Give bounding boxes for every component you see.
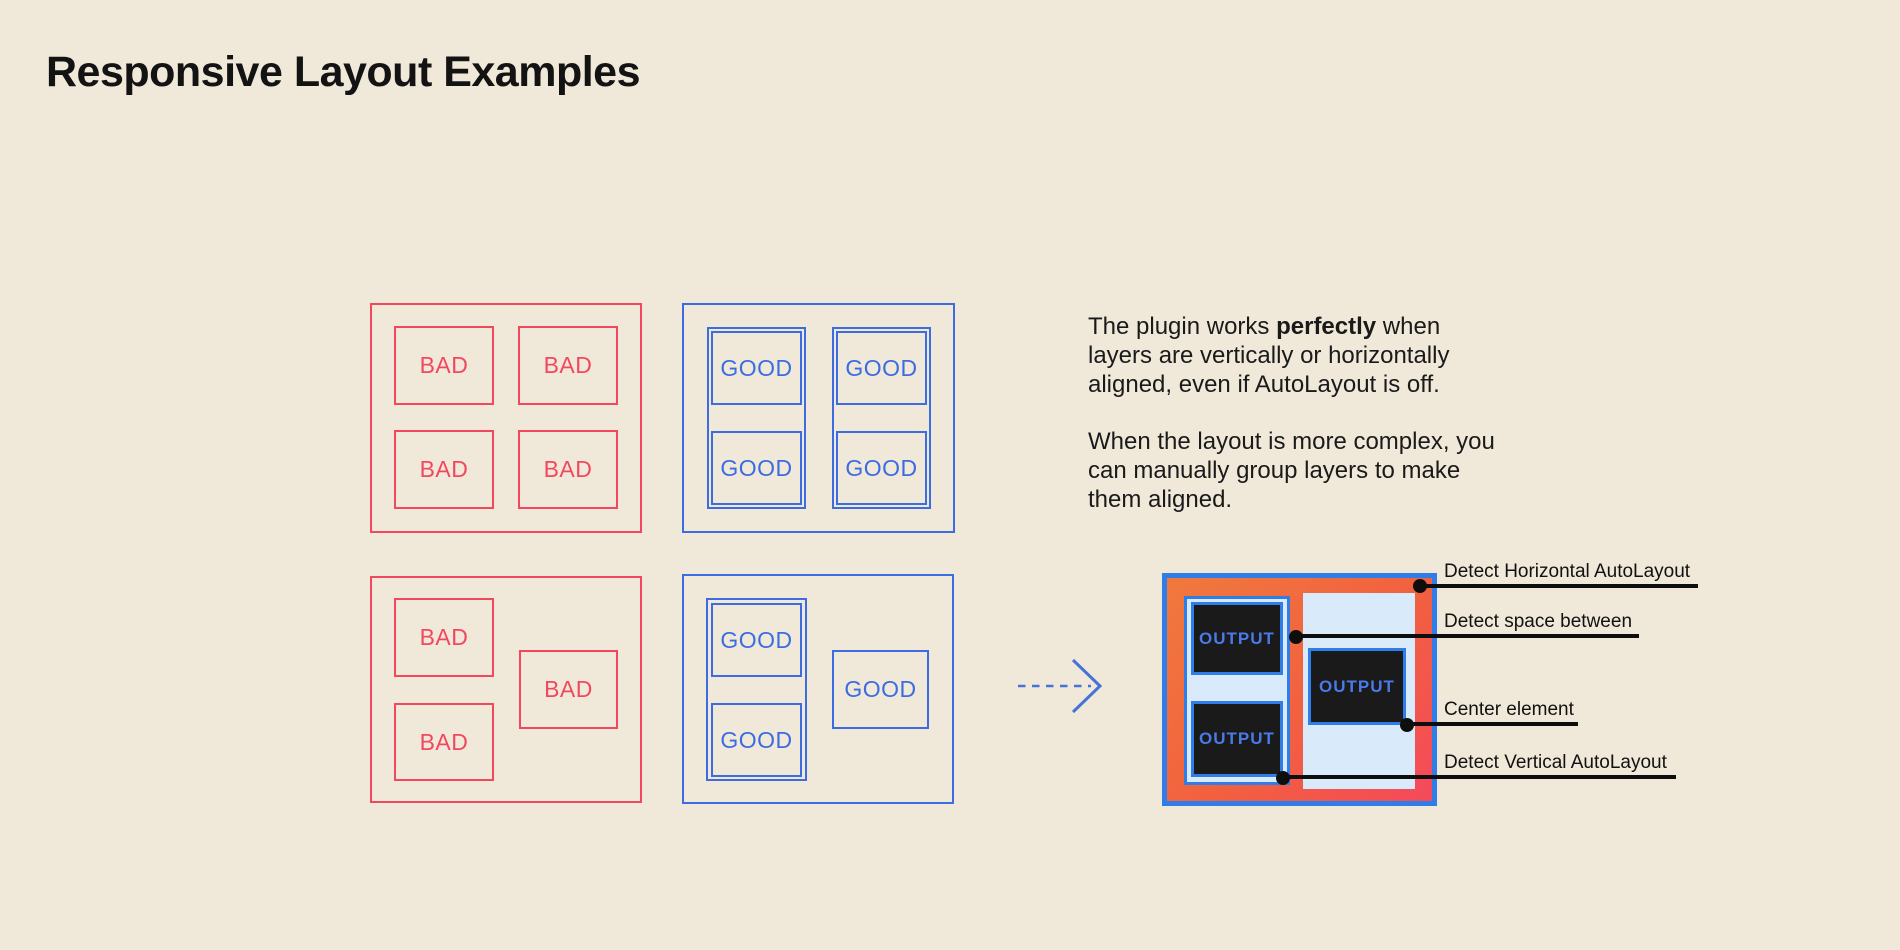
good-group-column: GOOD GOOD — [707, 327, 806, 509]
annotation-center-element: Center element — [1444, 699, 1574, 720]
connector-dot — [1289, 630, 1303, 644]
connector-line — [1420, 584, 1698, 588]
bad-box-label: BAD — [543, 352, 593, 378]
bad-box: BAD — [394, 430, 494, 509]
description-line: aligned, even if AutoLayout is off. — [1088, 371, 1440, 398]
description-line: The plugin works perfectly when — [1088, 313, 1441, 340]
connector-dot — [1276, 771, 1290, 785]
description-line: When the layout is more complex, you — [1088, 428, 1495, 455]
good-box-label: GOOD — [845, 454, 918, 481]
good-box-label: GOOD — [720, 726, 793, 753]
output-box: OUTPUT — [1191, 602, 1283, 675]
annotation-detect-horizontal-autolayout: Detect Horizontal AutoLayout — [1444, 561, 1691, 582]
description-text: The plugin works perfectly when layers a… — [1088, 312, 1558, 514]
bad-box: BAD — [518, 430, 618, 509]
good-box-label: GOOD — [720, 354, 793, 381]
bad-box: BAD — [394, 703, 494, 781]
good-box-label: GOOD — [845, 354, 918, 381]
output-box: OUTPUT — [1308, 648, 1406, 725]
bad-box: BAD — [394, 326, 494, 405]
good-box: GOOD — [711, 431, 802, 505]
bad-box-label: BAD — [419, 624, 469, 650]
bad-box: BAD — [518, 326, 618, 405]
description-line: layers are vertically or horizontally — [1088, 342, 1450, 369]
good-box: GOOD — [836, 431, 927, 505]
good-box: GOOD — [832, 650, 929, 729]
bad-box: BAD — [519, 650, 618, 729]
example-frame-good-aligned: GOOD GOOD GOOD GOOD — [682, 303, 955, 533]
annotation-detect-vertical-autolayout: Detect Vertical AutoLayout — [1444, 752, 1667, 773]
output-box-label: OUTPUT — [1319, 676, 1395, 696]
description-line: them aligned. — [1088, 486, 1233, 513]
good-box-label: GOOD — [720, 454, 793, 481]
connector-line — [1296, 634, 1639, 638]
output-box: OUTPUT — [1191, 701, 1283, 777]
bad-box-label: BAD — [543, 456, 593, 482]
example-frame-bad-misaligned: BAD BAD BAD — [370, 576, 642, 803]
bad-box-label: BAD — [544, 676, 593, 702]
output-box-label: OUTPUT — [1199, 729, 1275, 748]
page-title: Responsive Layout Examples — [46, 48, 641, 96]
good-box: GOOD — [711, 603, 802, 677]
connector-dot — [1413, 579, 1427, 593]
paragraph-spacer — [1088, 399, 1558, 427]
good-group-column: GOOD GOOD — [832, 327, 931, 509]
connector-dot — [1400, 718, 1414, 732]
connector-line — [1283, 775, 1676, 779]
description-line: can manually group layers to make — [1088, 457, 1461, 484]
output-box-label: OUTPUT — [1199, 628, 1275, 648]
good-box: GOOD — [711, 331, 802, 405]
example-frame-bad-aligned: BAD BAD BAD BAD — [370, 303, 642, 533]
output-left-group: OUTPUT OUTPUT — [1184, 596, 1290, 785]
output-right-panel: OUTPUT — [1303, 593, 1415, 789]
good-box: GOOD — [836, 331, 927, 405]
description-bold: perfectly — [1276, 313, 1377, 340]
bad-box: BAD — [394, 598, 494, 677]
good-box: GOOD — [711, 703, 802, 777]
bad-box-label: BAD — [419, 456, 469, 482]
example-frame-good-grouped: GOOD GOOD GOOD — [682, 574, 954, 804]
good-group-column: GOOD GOOD — [706, 598, 807, 781]
output-figure: OUTPUT OUTPUT OUTPUT — [1162, 573, 1437, 806]
arrow-right-icon — [1018, 658, 1103, 714]
annotation-detect-space-between: Detect space between — [1444, 611, 1633, 632]
bad-box-label: BAD — [419, 728, 469, 755]
good-box-label: GOOD — [720, 626, 793, 653]
bad-box-label: BAD — [419, 352, 469, 378]
good-box-label: GOOD — [844, 676, 917, 702]
connector-line — [1407, 722, 1578, 726]
